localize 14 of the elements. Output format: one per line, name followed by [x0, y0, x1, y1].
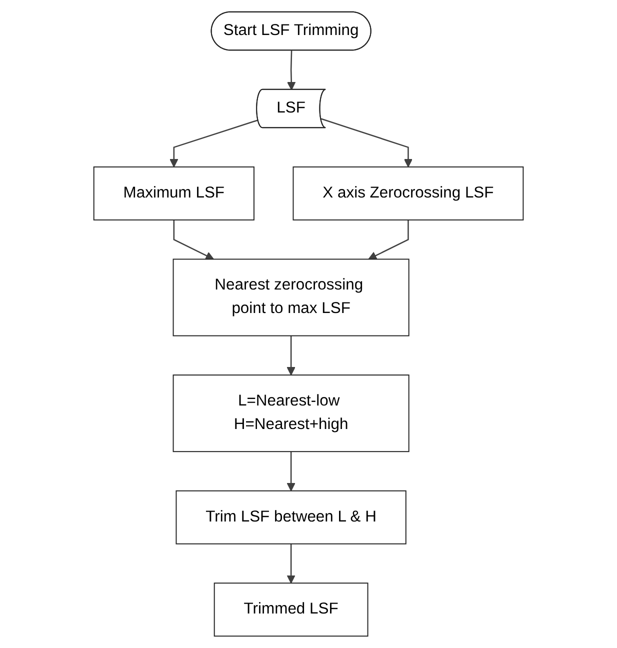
arrow [286, 544, 296, 584]
arrow [170, 120, 258, 168]
node-box: Maximum LSF [93, 166, 254, 220]
arrow [286, 452, 296, 492]
node-box: Nearest zerocrossing point to max LSF [172, 258, 410, 336]
node-box: X axis Zerocrossing LSF [292, 166, 524, 220]
arrow [320, 118, 412, 168]
arrow [173, 220, 214, 260]
arrow [287, 50, 296, 90]
node-box: Trim LSF between L & H [176, 490, 406, 544]
node-box: Trimmed LSF [214, 582, 368, 637]
arrow [368, 220, 409, 260]
node-box: L=Nearest-low H=Nearest+high [172, 374, 410, 452]
arrow [286, 336, 296, 376]
